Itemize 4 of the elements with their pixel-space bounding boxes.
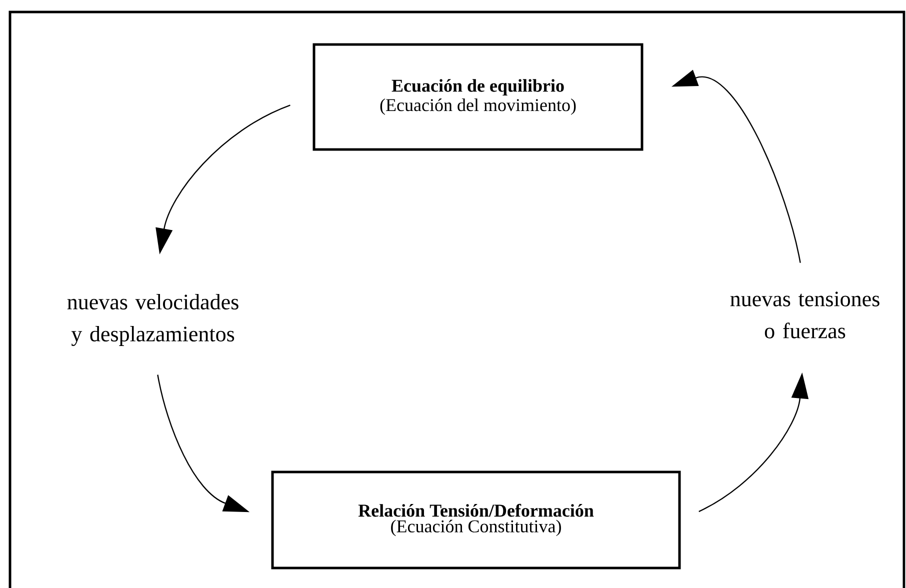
equation-box: Relación Tensión/Deformación (Ecuación Constitutiva)	[271, 470, 681, 570]
equation-box: Ecuación de equilibrio (Ecuación del movimiento)	[312, 43, 644, 151]
quantity-label: nuevas velocidades y desplazamientos	[67, 294, 238, 346]
quantity-label: nuevas tensiones o fuerzas	[730, 292, 880, 338]
